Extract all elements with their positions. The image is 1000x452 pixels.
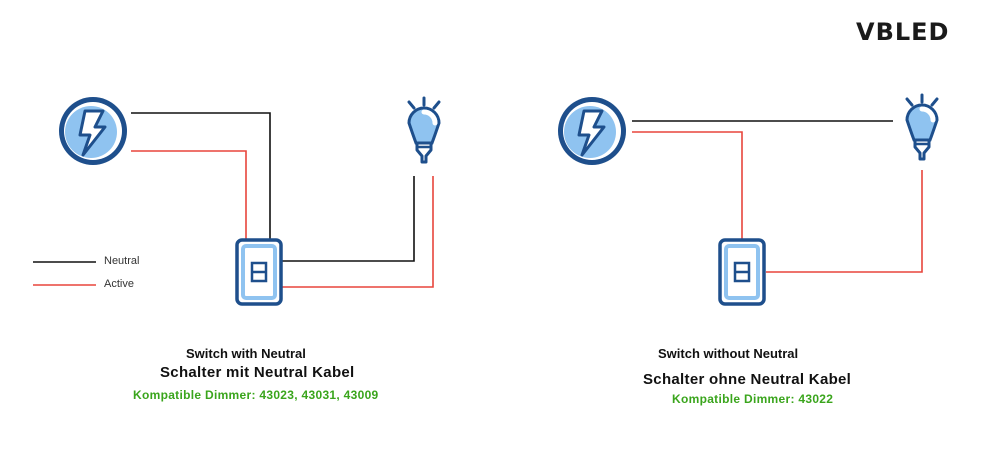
left-compatible-dimmers: Kompatible Dimmer: 43023, 43031, 43009 [133, 388, 379, 402]
left-switch-icon [235, 238, 283, 306]
left-neutral-wire-source-to-switch [131, 112, 271, 242]
right-switch-icon [718, 238, 766, 306]
left-neutral-wire-switch-to-bulb [282, 176, 415, 262]
right-compatible-dimmers: Kompatible Dimmer: 43022 [672, 392, 834, 406]
legend-active-label: Active [104, 278, 134, 290]
right-active-wire-source-to-switch [632, 131, 743, 240]
left-wiring-lines [131, 112, 434, 288]
right-title-en: Switch without Neutral [658, 346, 799, 361]
right-power-source-icon [556, 95, 628, 167]
brand-logo: VBLED [856, 18, 950, 46]
right-title-de: Schalter ohne Neutral Kabel [643, 371, 852, 388]
left-light-bulb-icon [409, 98, 439, 162]
legend-neutral-label: Neutral [104, 255, 140, 267]
left-title-de: Schalter mit Neutral Kabel [160, 364, 355, 381]
right-light-bulb-icon [907, 95, 937, 159]
right-active-wire-switch-to-bulb [766, 170, 923, 273]
left-title-en: Switch with Neutral [186, 346, 306, 361]
left-active-wire-source-to-switch [131, 150, 247, 242]
right-wiring-lines [632, 120, 923, 273]
left-active-wire-switch-to-bulb [282, 176, 434, 288]
left-power-source-icon [57, 95, 129, 167]
